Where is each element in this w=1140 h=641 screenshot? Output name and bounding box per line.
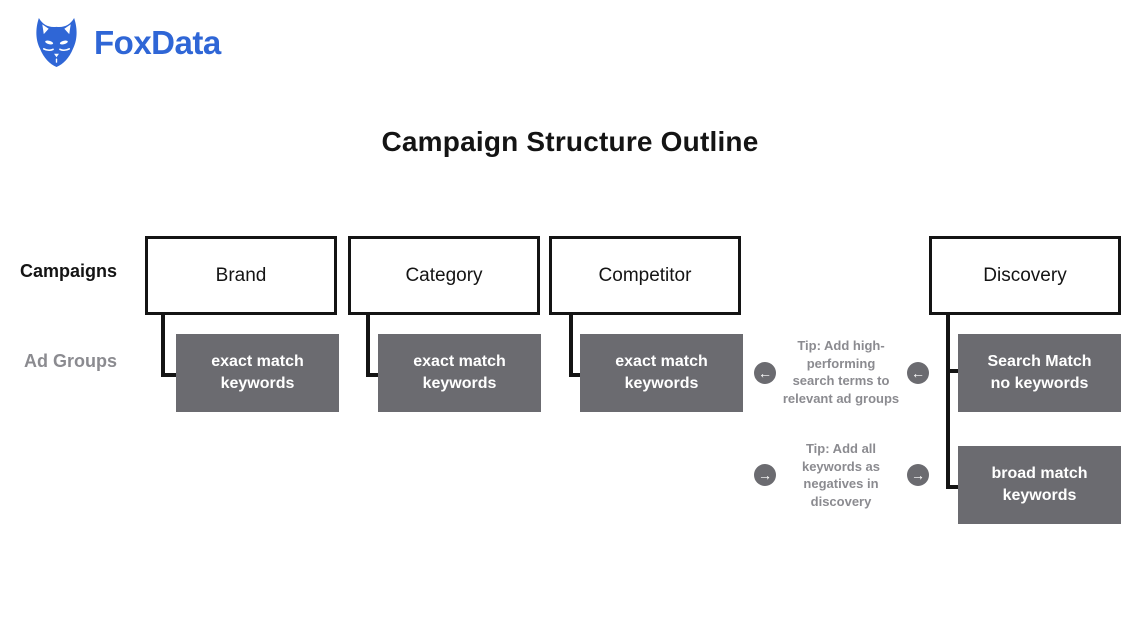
campaign-box-brand: Brand	[145, 236, 337, 315]
tip-keywords-as-negatives: Tip: Add all keywords as negatives in di…	[801, 441, 881, 509]
adgroup-box-brand-exact-match: exact match keywords	[176, 334, 339, 412]
connector-brand	[161, 312, 176, 377]
row-label-ad-groups: Ad Groups	[24, 351, 117, 371]
connector-discovery	[946, 312, 958, 489]
arrow-right-icon: →	[907, 464, 929, 486]
campaign-box-competitor: Competitor	[549, 236, 741, 315]
tip-high-performing-search-terms: Tip: Add high- performing search terms t…	[782, 338, 900, 406]
adgroup-box-category-exact-match: exact match keywords	[378, 334, 541, 412]
connector-competitor	[569, 312, 584, 377]
foxdata-logo: FoxData	[33, 16, 221, 69]
adgroup-box-discovery-broad-match: broad match keywords	[958, 446, 1121, 524]
arrow-right-icon: →	[754, 464, 776, 486]
connector-discovery-stub	[946, 369, 958, 373]
arrow-left-icon: ←	[754, 362, 776, 384]
campaign-box-discovery: Discovery	[929, 236, 1121, 315]
arrow-left-icon: ←	[907, 362, 929, 384]
row-label-campaigns: Campaigns	[20, 261, 118, 281]
fox-head-icon	[33, 16, 80, 69]
campaign-box-category: Category	[348, 236, 540, 315]
brand-name: FoxData	[94, 24, 221, 61]
connector-category	[366, 312, 381, 377]
adgroup-box-competitor-exact-match: exact match keywords	[580, 334, 743, 412]
adgroup-box-discovery-search-match: Search Match no keywords	[958, 334, 1121, 412]
page-title: Campaign Structure Outline	[381, 126, 759, 157]
